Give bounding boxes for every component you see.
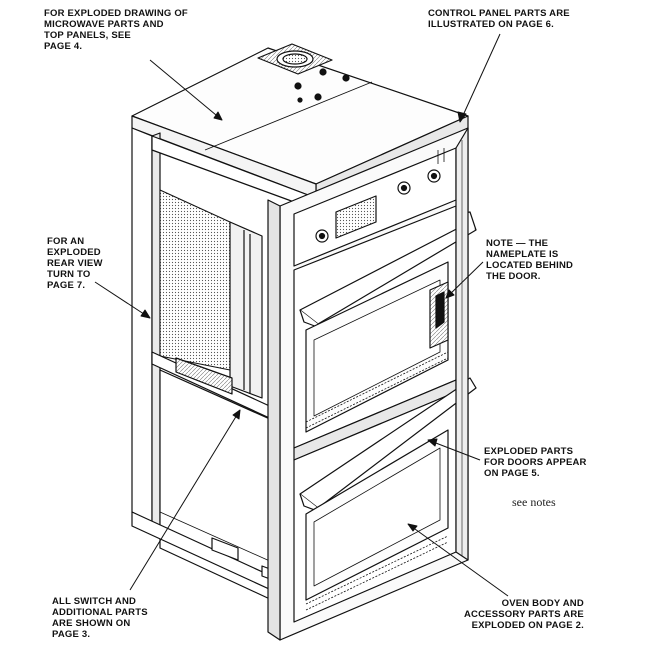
callout-line: FOR AN — [47, 236, 85, 247]
callout-oven-body: OVEN BODY AND ACCESSORY PARTS ARE EXPLOD… — [464, 598, 584, 631]
callout-line: EXPLODED — [47, 247, 101, 258]
callout-line: NOTE — THE — [486, 238, 549, 249]
callout-line: PAGE 3. — [52, 629, 91, 640]
callout-line: TOP PANELS, SEE — [44, 30, 131, 41]
callout-line: ON PAGE 5. — [484, 468, 540, 479]
callout-line: CONTROL PANEL PARTS ARE — [428, 8, 570, 19]
callout-line: OVEN BODY AND — [501, 598, 584, 609]
callout-line: EXPLODED PARTS — [484, 446, 574, 457]
callout-line: ILLUSTRATED ON PAGE 6. — [428, 19, 554, 30]
callout-nameplate: NOTE — THE NAMEPLATE IS LOCATED BEHIND T… — [486, 238, 573, 282]
callout-line: PAGE 7. — [47, 280, 86, 291]
callout-line: ARE SHOWN ON — [52, 618, 131, 629]
front-face — [267, 127, 477, 641]
callout-line: ADDITIONAL PARTS — [52, 607, 148, 618]
left-frame — [131, 127, 317, 601]
callout-line: THE DOOR. — [486, 271, 541, 282]
callout-line: NAMEPLATE IS — [486, 249, 559, 260]
callout-line: MICROWAVE PARTS AND — [44, 19, 164, 30]
leader-lines — [94, 33, 509, 597]
callout-doors: EXPLODED PARTS FOR DOORS APPEAR ON PAGE … — [484, 446, 587, 479]
callout-line: FOR EXPLODED DRAWING OF — [44, 8, 188, 19]
callout-microwave: FOR EXPLODED DRAWING OF MICROWAVE PARTS … — [44, 8, 188, 52]
callout-line: ALL SWITCH AND — [52, 596, 137, 607]
callout-line: PAGE 4. — [44, 41, 83, 52]
callout-switch: ALL SWITCH AND ADDITIONAL PARTS ARE SHOW… — [52, 596, 148, 640]
top-panel — [131, 43, 469, 199]
callout-rear-view: FOR AN EXPLODED REAR VIEW TURN TO PAGE 7… — [47, 236, 103, 291]
handwritten-note: see notes — [512, 495, 556, 509]
callout-line: FOR DOORS APPEAR — [484, 457, 587, 468]
callout-line: EXPLODED ON PAGE 2. — [471, 620, 584, 631]
callout-line: ACCESSORY PARTS ARE — [464, 609, 584, 620]
callout-line: REAR VIEW — [47, 258, 103, 269]
callout-line: TURN TO — [47, 269, 91, 280]
callout-line: LOCATED BEHIND — [486, 260, 574, 271]
callout-control-panel: CONTROL PANEL PARTS ARE ILLUSTRATED ON P… — [428, 8, 570, 30]
